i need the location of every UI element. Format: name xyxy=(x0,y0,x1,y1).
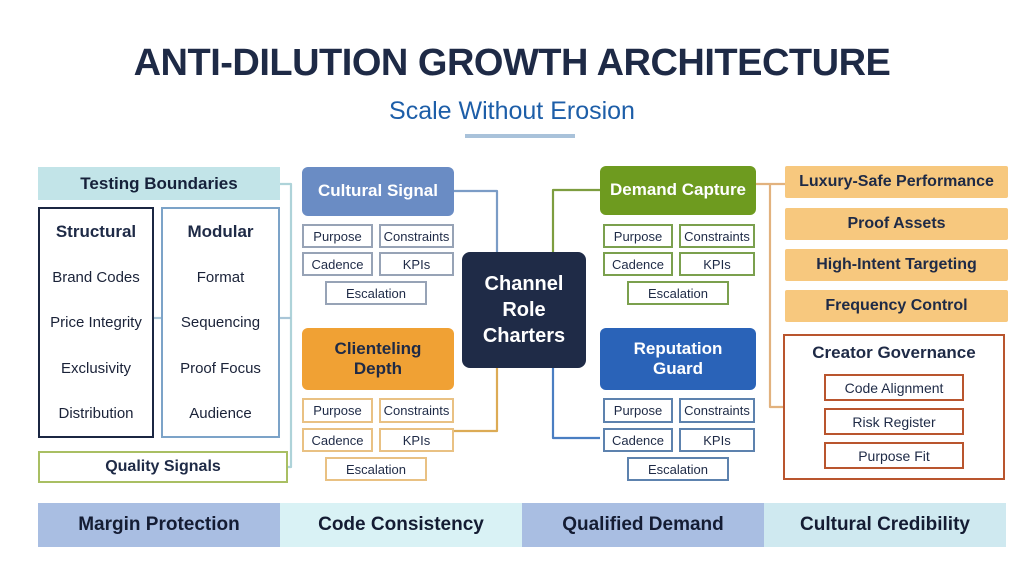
connector-hub-to-demand xyxy=(551,188,600,252)
governance-item-purpose-fit: Purpose Fit xyxy=(824,442,964,469)
connector-hub-to-clienteling xyxy=(454,368,499,433)
field-purpose: Purpose xyxy=(302,398,373,423)
modular-pillar: Modular Format Sequencing Proof Focus Au… xyxy=(161,207,280,438)
charter-clienteling-depth: Clienteling Depth xyxy=(302,328,454,390)
field-constraints: Constraints xyxy=(379,398,454,423)
structural-item: Price Integrity xyxy=(50,314,142,332)
channel-role-charters-hub: Channel Role Charters xyxy=(462,252,586,368)
connector-left-bus xyxy=(280,182,293,469)
field-cadence: Cadence xyxy=(302,428,373,452)
bar-high-intent-targeting: High-Intent Targeting xyxy=(785,249,1008,281)
field-purpose: Purpose xyxy=(302,224,373,248)
footer-band-cultural-credibility: Cultural Credibility xyxy=(764,503,1006,547)
field-purpose: Purpose xyxy=(603,398,673,423)
connector-right-bus xyxy=(768,184,783,409)
structural-item: Brand Codes xyxy=(52,269,140,287)
modular-item: Proof Focus xyxy=(180,359,261,377)
field-kpis: KPIs xyxy=(679,252,755,276)
page-title: ANTI-DILUTION GROWTH ARCHITECTURE xyxy=(133,42,891,84)
field-constraints: Constraints xyxy=(679,224,755,248)
testing-boundaries-band: Testing Boundaries xyxy=(38,167,280,200)
modular-item: Sequencing xyxy=(180,314,261,332)
bar-luxury-safe-performance: Luxury-Safe Performance xyxy=(785,166,1008,198)
charter-reputation-guard-label: Reputation Guard xyxy=(633,338,723,378)
quality-signals-band: Quality Signals xyxy=(38,451,288,483)
modular-item: Audience xyxy=(189,404,252,422)
field-cadence: Cadence xyxy=(603,252,673,276)
charter-cultural-signal: Cultural Signal xyxy=(302,167,454,216)
field-purpose: Purpose xyxy=(603,224,673,248)
field-constraints: Constraints xyxy=(379,224,454,248)
charter-clienteling-depth-label: Clienteling Depth xyxy=(334,338,422,378)
structural-title: Structural xyxy=(55,222,137,241)
field-cadence: Cadence xyxy=(302,252,373,276)
connector-hub-to-reputation xyxy=(551,368,600,440)
field-constraints: Constraints xyxy=(679,398,755,423)
connector-cultural-to-hub xyxy=(454,189,499,252)
field-kpis: KPIs xyxy=(379,428,454,452)
field-escalation: Escalation xyxy=(627,457,729,481)
governance-item-risk-register: Risk Register xyxy=(824,408,964,435)
field-escalation: Escalation xyxy=(325,281,427,305)
bar-proof-assets: Proof Assets xyxy=(785,208,1008,240)
structural-item: Distribution xyxy=(58,404,134,422)
page-subtitle: Scale Without Erosion xyxy=(389,97,635,125)
footer-band-margin-protection: Margin Protection xyxy=(38,503,280,547)
field-escalation: Escalation xyxy=(627,281,729,305)
structural-pillar: Structural Brand Codes Price Integrity E… xyxy=(38,207,154,438)
footer-band-code-consistency: Code Consistency xyxy=(280,503,522,547)
field-kpis: KPIs xyxy=(379,252,454,276)
charter-demand-capture: Demand Capture xyxy=(600,166,756,215)
structural-item: Exclusivity xyxy=(60,359,131,377)
charter-reputation-guard: Reputation Guard xyxy=(600,328,756,390)
field-kpis: KPIs xyxy=(679,428,755,452)
modular-title: Modular xyxy=(187,222,254,241)
modular-item: Format xyxy=(196,269,245,287)
bar-frequency-control: Frequency Control xyxy=(785,290,1008,322)
field-cadence: Cadence xyxy=(603,428,673,452)
governance-item-code-alignment: Code Alignment xyxy=(824,374,964,401)
field-escalation: Escalation xyxy=(325,457,427,481)
creator-governance-title: Creator Governance xyxy=(812,343,976,362)
footer-band-qualified-demand: Qualified Demand xyxy=(522,503,764,547)
subtitle-underline xyxy=(465,134,575,138)
